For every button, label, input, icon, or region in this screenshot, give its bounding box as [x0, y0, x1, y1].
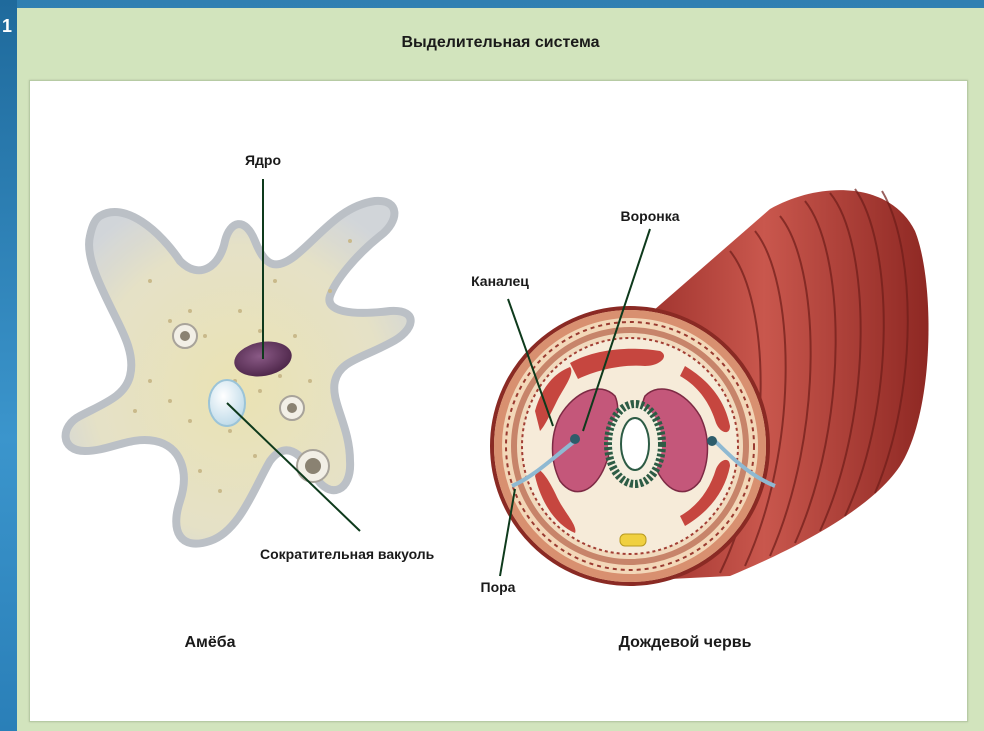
amoeba-body: [66, 201, 411, 544]
label-canal: Каналец: [471, 273, 529, 289]
page-title: Выделительная система: [17, 34, 984, 52]
window-left-strip: [0, 0, 17, 731]
label-pore: Пора: [481, 579, 516, 595]
diagram-svg: Ядро Сократительная вакуоль Воронка Кана…: [30, 81, 967, 721]
label-nucleus: Ядро: [245, 152, 281, 168]
content-panel: Выделительная система: [17, 8, 984, 731]
worm-nerve-cord: [620, 534, 646, 546]
corner-glyph: 1: [2, 16, 12, 37]
amoeba-figure: [66, 179, 411, 544]
caption-amoeba: Амёба: [184, 634, 235, 651]
label-funnel: Воронка: [620, 208, 679, 224]
diagram-canvas: Ядро Сократительная вакуоль Воронка Кана…: [29, 80, 968, 722]
earthworm-figure: [492, 189, 929, 584]
caption-earthworm: Дождевой червь: [619, 634, 752, 651]
label-contractile-vacuole: Сократительная вакуоль: [260, 546, 435, 562]
